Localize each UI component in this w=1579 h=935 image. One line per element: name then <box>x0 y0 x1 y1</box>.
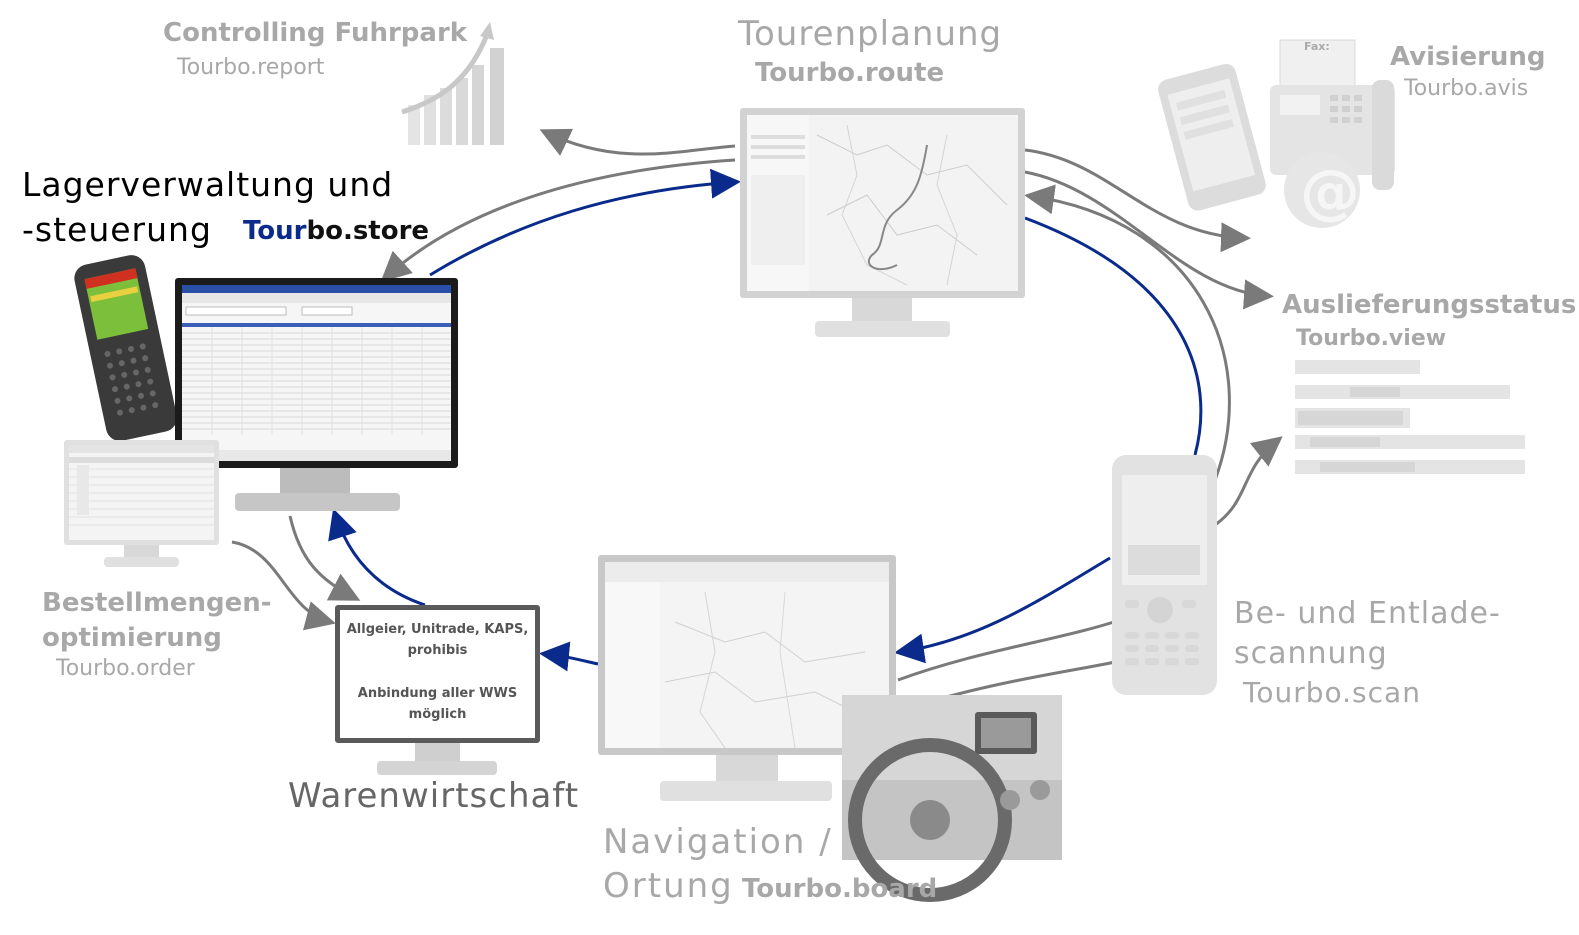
bestell-title-line1: Bestellmengen- <box>42 588 272 618</box>
order-table-screen <box>69 445 214 540</box>
wws-monitor-stand <box>415 743 460 763</box>
arrow-route-to-view <box>1024 170 1274 310</box>
wws-monitor-frame <box>335 605 540 743</box>
board-monitor-frame <box>598 555 896 755</box>
store-monitor-frame <box>175 278 458 468</box>
wws-monitor-base <box>377 761 497 775</box>
board-monitor <box>598 555 896 805</box>
arrow-wws-to-store <box>328 508 426 607</box>
route-map-graphic <box>747 115 1008 291</box>
navigation-module: Tourbo.board <box>742 874 938 904</box>
order-monitor-frame <box>64 440 219 545</box>
route-monitor-frame <box>740 108 1025 298</box>
store-monitor-base <box>235 493 400 511</box>
wws-text-line1: Allgeier, Unitrade, KAPS, <box>346 622 529 637</box>
controlling-module: Tourbo.report <box>177 55 325 80</box>
tourenplanung-title: Tourenplanung <box>738 14 1003 54</box>
wws-screen: Allgeier, Unitrade, KAPS, prohibis Anbin… <box>340 610 535 738</box>
controlling-title: Controlling Fuhrpark <box>163 18 468 48</box>
store-monitor <box>175 278 458 513</box>
lager-module-prefix: Tour <box>243 216 307 246</box>
board-map-graphic <box>605 562 889 748</box>
navigation-title-line1: Navigation / <box>603 822 833 862</box>
scan-title-line2: scannung <box>1234 636 1388 671</box>
warenwirtschaft-title: Warenwirtschaft <box>288 776 580 816</box>
scan-module: Tourbo.scan <box>1243 676 1421 709</box>
navigation-title-line2: Ortung <box>603 866 734 906</box>
fax-label: Fax: <box>1304 40 1330 53</box>
order-monitor-stand <box>124 545 159 559</box>
avisierung-module: Tourbo.avis <box>1404 76 1529 101</box>
avisierung-title: Avisierung <box>1390 42 1546 72</box>
route-map-screen <box>747 115 1018 291</box>
wws-text-line2: prohibis <box>407 643 468 658</box>
order-monitor <box>64 440 219 570</box>
lager-title-line1: Lagerverwaltung und <box>22 165 394 204</box>
board-monitor-stand <box>716 755 778 783</box>
store-table-graphic <box>182 285 451 461</box>
wws-text-line4: möglich <box>408 707 467 722</box>
arrow-scan-to-view <box>1214 436 1283 527</box>
svg-text:@: @ <box>1300 157 1360 227</box>
arrow-route-to-store <box>380 158 736 283</box>
arrow-route-to-scan <box>1024 216 1203 456</box>
arrow-route-to-avis <box>1024 148 1251 253</box>
wws-text-line3: Anbindung aller WWS <box>357 686 518 701</box>
route-monitor-stand <box>852 298 912 323</box>
arrow-store-to-route <box>429 168 741 277</box>
lager-module: Tourbo.store <box>243 216 429 246</box>
route-monitor <box>740 108 1025 343</box>
arrow-order-to-wws <box>231 540 336 631</box>
arrow-scan-to-board <box>894 556 1111 664</box>
store-monitor-stand <box>280 468 350 496</box>
auslieferung-title: Auslieferungsstatus <box>1282 290 1577 320</box>
tourenplanung-module: Tourbo.route <box>755 58 945 88</box>
arrow-board-to-scan-1 <box>897 618 1121 682</box>
lager-module-suffix: bo.store <box>306 216 430 246</box>
store-table-screen <box>182 285 451 461</box>
board-monitor-base <box>660 781 832 801</box>
lager-title-line2: -steuerung <box>22 210 212 249</box>
wws-monitor: Allgeier, Unitrade, KAPS, prohibis Anbin… <box>335 605 540 780</box>
board-map-screen <box>605 562 889 748</box>
arrow-scan-to-route <box>1024 184 1231 481</box>
arrow-board-to-wws <box>539 641 599 672</box>
route-monitor-base <box>815 321 950 337</box>
bestell-title-line2: optimierung <box>42 623 222 653</box>
scan-title-line1: Be- und Entlade- <box>1234 596 1501 631</box>
arrow-route-to-report <box>539 128 736 156</box>
order-table-graphic <box>69 445 214 526</box>
auslieferung-module: Tourbo.view <box>1296 326 1447 351</box>
order-monitor-base <box>104 557 179 567</box>
arrow-store-to-wws <box>288 515 361 601</box>
bestell-module: Tourbo.order <box>56 656 195 681</box>
